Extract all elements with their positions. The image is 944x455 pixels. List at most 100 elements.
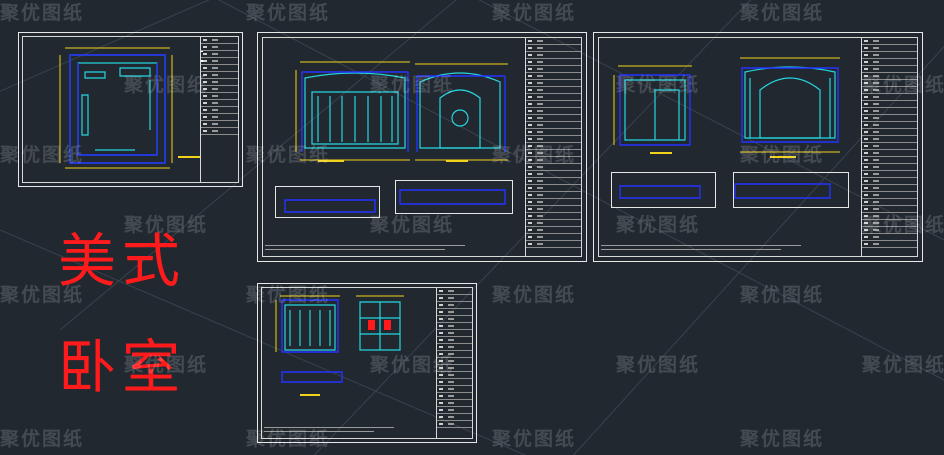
title-block-row (526, 94, 581, 101)
title-block-row (862, 129, 917, 136)
drawing-note-line (601, 249, 781, 250)
drawing-note-line (601, 245, 801, 246)
title-block-row (862, 143, 917, 150)
watermark-text: 聚优图纸 (370, 354, 455, 376)
title-block-row (201, 65, 238, 72)
title-block-row (526, 185, 581, 192)
title-block-row (862, 206, 917, 213)
title-block-row (437, 309, 472, 316)
sheet-inner-frame (598, 37, 918, 257)
title-block-row (437, 414, 472, 421)
title-block-row (437, 372, 472, 379)
title-block-row (526, 234, 581, 241)
watermark-text: 聚优图纸 (616, 214, 701, 236)
drawing-title-line2: 卧室 (58, 333, 187, 401)
watermark-text: 聚优图纸 (0, 2, 85, 24)
watermark-text: 聚优图纸 (246, 428, 331, 450)
title-block-row (437, 344, 472, 351)
title-block-row (862, 45, 917, 52)
title-block-row (862, 115, 917, 122)
plan-detail-box (611, 172, 716, 208)
watermark-text: 聚优图纸 (370, 214, 455, 236)
title-block-row (526, 80, 581, 87)
title-block-row (862, 150, 917, 157)
sheet-inner-frame (262, 37, 582, 257)
watermark-text: 聚优图纸 (740, 284, 825, 306)
title-block-row (526, 178, 581, 185)
bed-wall-elevation-sheet (257, 32, 587, 262)
watermark-text: 聚优图纸 (492, 284, 577, 306)
watermark-text: 聚优图纸 (862, 214, 944, 236)
title-block-row (201, 44, 238, 51)
title-block-row (526, 101, 581, 108)
watermark-text: 聚优图纸 (616, 74, 701, 96)
side-elevation-drawing (613, 57, 840, 199)
watermark-text: 聚优图纸 (616, 354, 701, 376)
title-block-row (526, 157, 581, 164)
drawing-title: 美式 卧室 (58, 208, 228, 420)
title-block-row (862, 59, 917, 66)
scale-label (318, 160, 344, 162)
title-block-row (526, 227, 581, 234)
title-block-row (526, 143, 581, 150)
title-block-row (862, 185, 917, 192)
title-block-row (526, 115, 581, 122)
floor-plan-sheet (18, 32, 243, 187)
title-block-row (862, 227, 917, 234)
title-block-row (437, 407, 472, 414)
title-block-row (437, 393, 472, 400)
plan-detail-box (395, 180, 513, 214)
title-block-row (862, 199, 917, 206)
title-block-row (201, 93, 238, 100)
title-block-row (862, 164, 917, 171)
bed-wall-elevation-drawing (284, 61, 508, 213)
title-block-row (201, 107, 238, 114)
watermark-text: 聚优图纸 (740, 428, 825, 450)
title-block-row (526, 213, 581, 220)
watermark-text: 聚优图纸 (370, 74, 455, 96)
title-block-row (862, 73, 917, 80)
title-block-row (437, 358, 472, 365)
sheet-inner-frame (22, 36, 239, 183)
title-block-row (862, 178, 917, 185)
drawing-note-line (264, 427, 394, 428)
title-block-row (526, 129, 581, 136)
title-block-row (201, 37, 238, 44)
title-block-row (526, 73, 581, 80)
watermark-text: 聚优图纸 (0, 284, 85, 306)
drawing-note-line (265, 245, 465, 246)
watermark-text: 聚优图纸 (862, 74, 944, 96)
title-block-row (526, 206, 581, 213)
scale-label (178, 156, 200, 158)
title-block-row (862, 94, 917, 101)
drawing-title-line1: 美式 (58, 227, 187, 295)
watermark-text: 聚优图纸 (246, 144, 331, 166)
title-block-row (437, 365, 472, 372)
title-block-row (201, 114, 238, 121)
plan-detail-box (733, 172, 849, 208)
title-block-row (201, 128, 238, 135)
watermark-text: 聚优图纸 (246, 2, 331, 24)
watermark-text: 聚优图纸 (124, 74, 209, 96)
title-block-row (526, 220, 581, 227)
title-block-row (201, 86, 238, 93)
title-block-row (526, 136, 581, 143)
title-block-row (437, 295, 472, 302)
title-block-row (862, 122, 917, 129)
scale-label (650, 152, 672, 154)
watermark-text: 聚优图纸 (492, 428, 577, 450)
title-block-row (201, 72, 238, 79)
title-block-row (201, 121, 238, 128)
title-block-row (526, 38, 581, 45)
title-block-row (862, 87, 917, 94)
title-block-row (526, 164, 581, 171)
title-block-row (201, 51, 238, 58)
title-block-row (437, 323, 472, 330)
title-block-row (526, 192, 581, 199)
sheet-title-block (436, 288, 472, 438)
title-block-row (437, 302, 472, 309)
sheet-title-block (525, 38, 581, 256)
title-block-row (862, 136, 917, 143)
wardrobe-elevation-drawing (275, 295, 404, 383)
title-block-row (526, 59, 581, 66)
